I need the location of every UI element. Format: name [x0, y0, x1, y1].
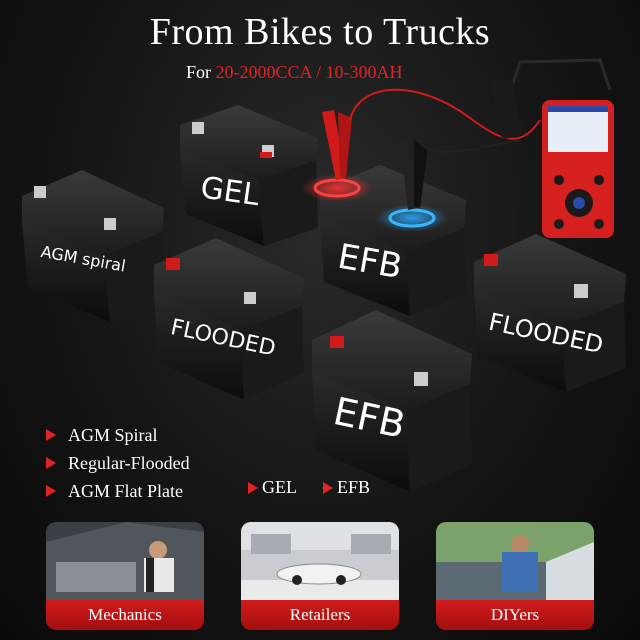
- feature-label: AGM Flat Plate: [68, 481, 183, 501]
- audience-card-diyers: DIYers: [436, 522, 594, 630]
- audience-label: Retailers: [241, 600, 399, 630]
- audience-card-retailers: Retailers: [241, 522, 399, 630]
- feature-label: Regular-Flooded: [68, 453, 190, 473]
- triangle-bullet-icon: [323, 481, 333, 494]
- black-clamp-icon: [400, 140, 428, 210]
- list-item: Regular-Flooded: [46, 449, 190, 477]
- audience-label: Mechanics: [46, 600, 204, 630]
- battery-flooded-left: FLOODED: [154, 238, 304, 400]
- red-clamp-icon: [322, 110, 352, 180]
- audience-label: DIYers: [436, 600, 594, 630]
- battery-tester-icon: [542, 100, 614, 238]
- battery-gel: GEL: [180, 105, 318, 246]
- triangle-bullet-icon: [46, 429, 56, 441]
- battery-flooded-right: FLOODED: [474, 234, 626, 392]
- audience-card-mechanics: Mechanics: [46, 522, 204, 630]
- negative-glow: [376, 204, 448, 232]
- page-title: From Bikes to Trucks: [149, 11, 491, 53]
- capacity-subtitle: For 20-2000CCA / 10-300AH: [186, 62, 403, 83]
- feature-label: GEL: [262, 477, 297, 497]
- triangle-bullet-icon: [46, 485, 56, 497]
- subtitle-prefix: For: [186, 62, 216, 82]
- feature-label: AGM Spiral: [68, 425, 158, 445]
- battery-label-gel: GEL: [198, 170, 261, 213]
- triangle-bullet-icon: [248, 481, 258, 494]
- battery-efb-bottom: EFB: [312, 310, 472, 492]
- mechanic-photo: [46, 522, 204, 600]
- positive-glow: [301, 174, 373, 202]
- battery-type-inline-list: GEL EFB: [248, 477, 370, 498]
- list-item: AGM Flat Plate: [46, 477, 190, 505]
- triangle-bullet-icon: [46, 457, 56, 469]
- capacity-range: 20-2000CCA / 10-300AH: [215, 62, 403, 82]
- feature-label: EFB: [337, 477, 371, 497]
- battery-type-list: AGM Spiral Regular-Flooded AGM Flat Plat…: [46, 421, 190, 505]
- list-item: GEL: [248, 477, 297, 498]
- list-item: AGM Spiral: [46, 421, 190, 449]
- diyer-photo: [436, 522, 594, 600]
- retailer-photo: [241, 522, 399, 600]
- battery-agm-spiral: AGM spiral: [22, 170, 164, 322]
- list-item: EFB: [323, 477, 370, 498]
